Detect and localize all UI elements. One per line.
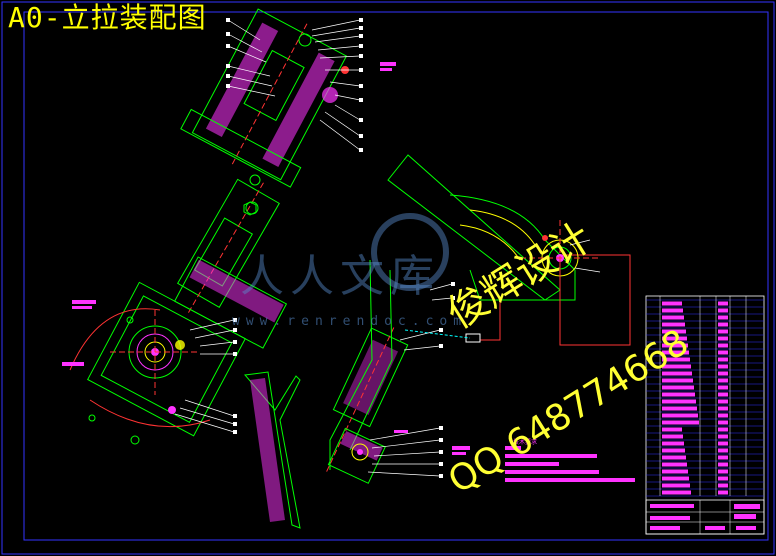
bom-row-qty — [718, 434, 728, 439]
bom-row-fill — [662, 357, 690, 362]
bom-row-fill — [662, 406, 697, 411]
bom-row-fill — [662, 301, 682, 306]
inner-frame — [23, 11, 769, 541]
bom-row-fill — [662, 343, 688, 348]
vertical-beam — [244, 259, 470, 529]
bom-row-fill — [662, 490, 691, 495]
bom-row-fill — [662, 469, 688, 474]
drawing-title: A0-立拉装配图 — [8, 1, 207, 34]
watermark-url: www.renrendoc.com — [232, 314, 468, 329]
bom-row-qty — [718, 483, 728, 488]
bom-row-fill — [662, 364, 691, 369]
connecting-arm — [176, 178, 280, 313]
bom-row-qty — [718, 448, 728, 453]
bom-row-fill — [662, 336, 687, 341]
bom-row-qty — [718, 357, 728, 362]
bom-row-fill — [662, 329, 686, 334]
bom-row-qty — [718, 455, 728, 460]
bom-row-fill — [662, 308, 683, 313]
technical-requirements-label: 技术要求 — [513, 439, 538, 446]
bom-row-fill — [662, 371, 692, 376]
bom-row-fill — [662, 462, 687, 467]
bom-row-fill — [662, 413, 698, 418]
bom-row-fill — [662, 392, 695, 397]
bom-rows — [646, 299, 764, 497]
bom-row-qty — [718, 378, 728, 383]
bom-row-qty — [718, 308, 728, 313]
parts-list-table — [645, 295, 765, 535]
technical-notes-block — [505, 446, 635, 482]
watermark-brand: 人人文库 — [240, 251, 440, 302]
bom-row-qty — [718, 406, 728, 411]
bom-row-qty — [718, 301, 728, 306]
bom-row-fill — [662, 315, 684, 320]
bom-row-qty — [718, 392, 728, 397]
bom-row-fill — [662, 434, 683, 439]
lower-left-base-assembly — [62, 256, 288, 445]
bom-row-fill — [662, 399, 696, 404]
bom-row-qty — [718, 399, 728, 404]
bom-row-qty — [718, 476, 728, 481]
bom-row-fill — [662, 441, 684, 446]
right-swing-arm — [387, 154, 631, 346]
bom-row-fill — [662, 378, 693, 383]
bom-row-fill — [662, 448, 685, 453]
bom-row-qty — [718, 329, 728, 334]
bom-row-qty — [718, 336, 728, 341]
bom-row-fill — [662, 476, 689, 481]
bom-row-qty — [718, 371, 728, 376]
bom-row-qty — [718, 350, 728, 355]
bom-row-fill — [662, 427, 682, 432]
bom-row-qty — [718, 427, 728, 432]
bom-row-qty — [718, 441, 728, 446]
bom-row-qty — [718, 462, 728, 467]
bom-row-qty — [718, 490, 728, 495]
bom-row-fill — [662, 350, 689, 355]
bom-row-fill — [662, 322, 685, 327]
watermark-emblem — [371, 213, 449, 291]
bom-row-fill — [662, 455, 686, 460]
upper-clamp-assembly — [180, 8, 396, 188]
bom-row-qty — [718, 385, 728, 390]
bom-row-qty — [718, 322, 728, 327]
bom-row-qty — [718, 413, 728, 418]
bom-row-fill — [662, 420, 699, 425]
bom-row-qty — [718, 420, 728, 425]
bom-row-qty — [718, 469, 728, 474]
bom-row-qty — [718, 343, 728, 348]
bom-row-qty — [718, 364, 728, 369]
bom-row-qty — [718, 315, 728, 320]
bom-row-fill — [662, 483, 690, 488]
bom-row-fill — [662, 385, 694, 390]
